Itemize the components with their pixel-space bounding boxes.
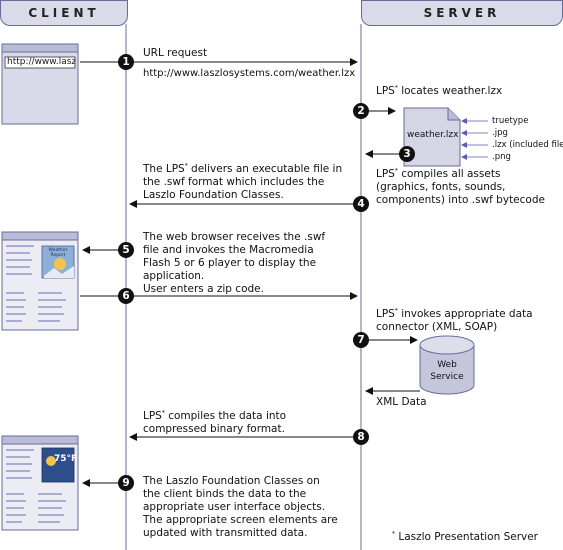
xml-data-label: XML Data xyxy=(376,396,427,408)
browser-window-result xyxy=(1,435,79,531)
step-3-text: compiles all assets (graphics, fonts, so… xyxy=(376,168,545,206)
step-8-text: compiles the data into compressed binary… xyxy=(143,410,287,435)
footnote: * Laszlo Presentation Server xyxy=(392,531,538,544)
footnote-mark: * xyxy=(392,530,395,538)
step-3-label: LPS* compiles all assets (graphics, font… xyxy=(376,168,556,207)
file-icon xyxy=(403,107,461,167)
weather-app-title: Weather Report xyxy=(48,248,68,258)
lps-text: LPS xyxy=(376,168,395,180)
step-7-label: LPS* invokes appropriate data connector … xyxy=(376,308,556,334)
step-7-text: invokes appropriate data connector (XML,… xyxy=(376,308,533,333)
step-num-9: 9 xyxy=(122,477,130,489)
step-num-2: 2 xyxy=(357,105,365,117)
step-num-8: 8 xyxy=(357,431,365,443)
step-num-6: 6 xyxy=(122,290,130,302)
browser-url-field[interactable]: http://www.laszlo... xyxy=(7,57,75,67)
client-header: CLIENT xyxy=(0,0,128,26)
step-num-7: 7 xyxy=(357,334,365,346)
step-badges xyxy=(118,54,415,491)
step-4-text: delivers an executable file in the .swf … xyxy=(143,163,343,201)
browser-window-app xyxy=(1,231,79,331)
footnote-mark: * xyxy=(184,162,188,170)
footnote-mark: * xyxy=(161,409,165,417)
weather-app-temp: 75°F xyxy=(54,454,78,464)
db-label-line1: Web xyxy=(437,360,457,370)
step-2-text: locates weather.lzx xyxy=(397,85,503,97)
footnote-mark: * xyxy=(394,167,398,175)
step-1-url: http://www.laszlosystems.com/weather.lzx xyxy=(143,68,356,79)
step-num-1: 1 xyxy=(122,56,130,68)
step-badge-3 xyxy=(399,146,415,162)
step-8-label: LPS* compiles the data into compressed b… xyxy=(143,410,343,436)
server-header: SERVER xyxy=(361,0,563,26)
asset-lzx: .lzx (included files) xyxy=(492,140,563,150)
step-num-3: 3 xyxy=(403,148,411,160)
asset-png: .png xyxy=(492,152,511,162)
footnote-mark: * xyxy=(394,307,398,315)
step-badge-2 xyxy=(353,103,369,119)
file-name: weather.lzx xyxy=(407,130,459,140)
browser-window-url xyxy=(1,43,79,125)
step-num-5: 5 xyxy=(122,244,130,256)
step-badge-5 xyxy=(118,242,134,258)
step-6-label: User enters a zip code. xyxy=(143,283,264,295)
lps-text: The LPS xyxy=(143,163,185,175)
footnote-text: Laszlo Presentation Server xyxy=(398,531,539,543)
step-num-4: 4 xyxy=(357,198,365,210)
step-5-label: The web browser receives the .swf file a… xyxy=(143,231,326,282)
step-badge-4 xyxy=(353,196,369,212)
web-service-database-icon xyxy=(419,335,475,395)
step-badge-9 xyxy=(118,475,134,491)
asset-jpg: .jpg xyxy=(492,128,508,138)
step-9-label: The Laszlo Foundation Classes on the cli… xyxy=(143,475,338,539)
lps-text: LPS xyxy=(376,85,395,97)
asset-arrows xyxy=(461,118,488,160)
step-badge-7 xyxy=(353,332,369,348)
footnote-mark: * xyxy=(394,84,398,92)
step-badge-8 xyxy=(353,429,369,445)
lps-text: LPS xyxy=(143,410,162,422)
step-2-label: LPS* locates weather.lzx xyxy=(376,85,502,98)
step-badge-6 xyxy=(118,288,134,304)
lps-text: LPS xyxy=(376,308,395,320)
db-label-line2: Service xyxy=(430,372,464,382)
step-badge-1 xyxy=(118,54,134,70)
asset-truetype: truetype xyxy=(492,116,529,126)
step-1-label: URL request xyxy=(143,47,208,59)
step-4-label: The LPS* delivers an executable file in … xyxy=(143,163,348,202)
